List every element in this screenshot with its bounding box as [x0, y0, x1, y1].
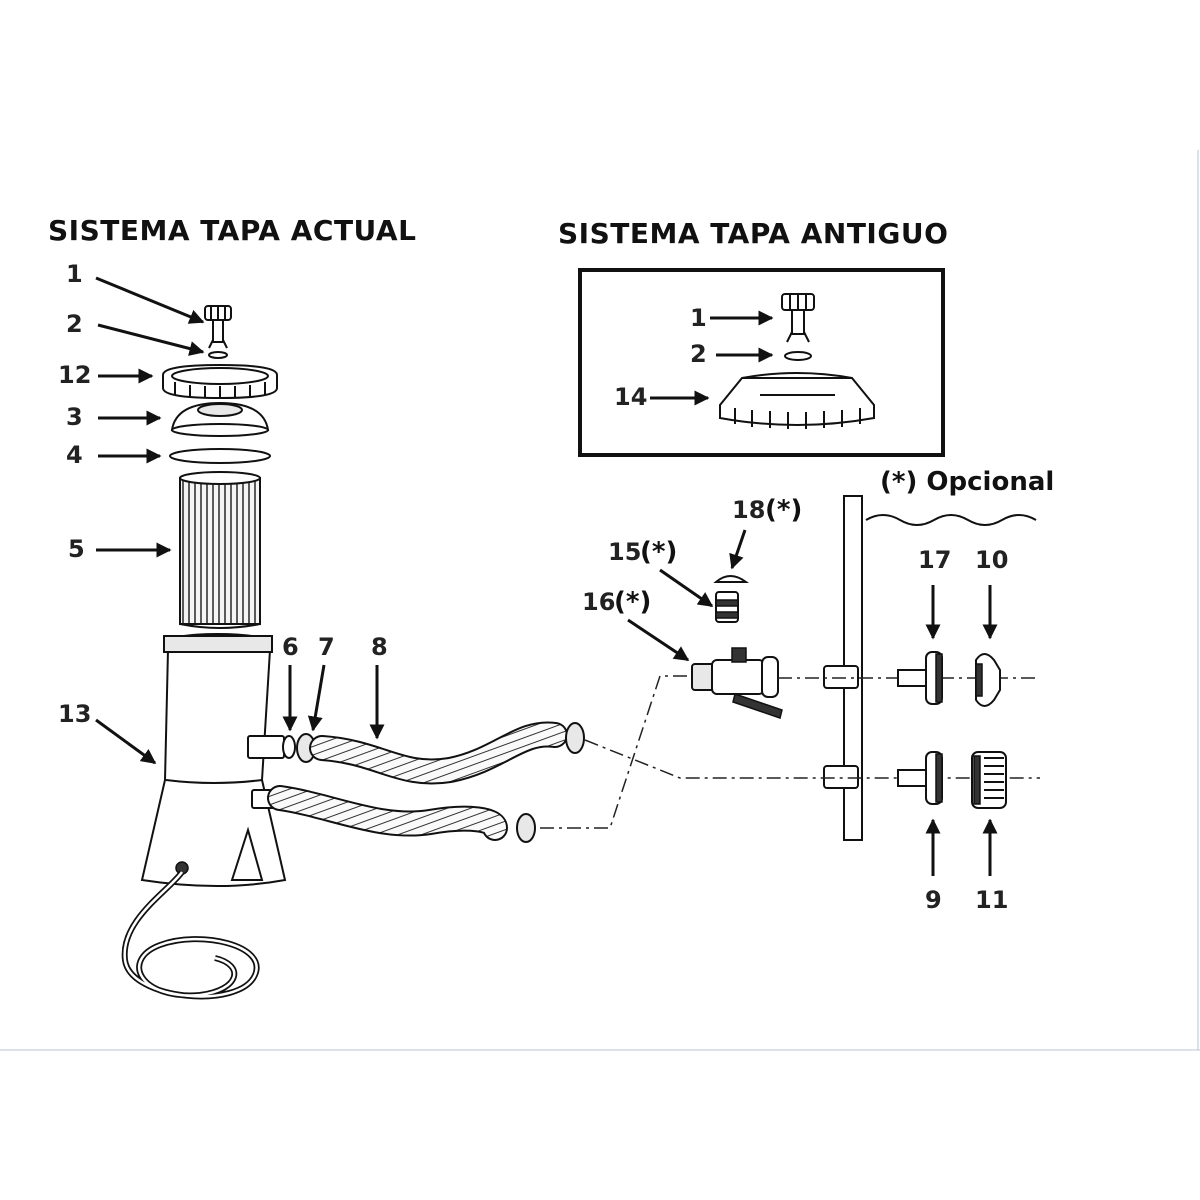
- wall-fitting-upper: [823, 665, 859, 689]
- label-old-part-14: 14: [614, 383, 647, 411]
- old-part-2-o-ring: [784, 351, 812, 361]
- part-8-hoses: [267, 721, 585, 843]
- label-part-13: 13: [58, 700, 91, 728]
- old-system-box: [578, 268, 945, 457]
- part-6-hose-gasket: [282, 735, 296, 759]
- part-4-seal-ring: [169, 448, 271, 464]
- label-part-11: 11: [975, 886, 1008, 914]
- part-17-inlet-connector: [897, 651, 943, 705]
- label-part-1: 1: [66, 260, 83, 288]
- part-16-plunger-valve: [691, 647, 783, 719]
- label-part-6: 6: [282, 633, 299, 661]
- arrow-part-7: [307, 664, 326, 732]
- label-part-18-optional: (*): [765, 495, 802, 525]
- part-1-air-release-valve: [204, 305, 232, 349]
- label-part-5: 5: [68, 535, 85, 563]
- optional-note: (*) Opcional: [880, 467, 1054, 497]
- old-part-14-lid: [719, 372, 875, 429]
- label-part-16-optional: (*): [614, 587, 651, 617]
- label-part-17: 17: [918, 546, 951, 574]
- part-9-outlet-connector: [897, 751, 943, 805]
- label-part-9: 9: [925, 886, 942, 914]
- part-15-plunger-insert: [715, 591, 739, 623]
- label-part-18: 18: [732, 496, 765, 524]
- power-cable: [121, 870, 260, 1000]
- arrow-part-15: [659, 568, 714, 608]
- title-current-system: SISTEMA TAPA ACTUAL: [48, 214, 416, 247]
- label-part-15: 15: [608, 538, 641, 566]
- arrow-part-18: [729, 529, 747, 570]
- label-part-4: 4: [66, 441, 83, 469]
- part-5-filter-cartridge: [179, 471, 261, 629]
- connection-line-return: [540, 675, 692, 829]
- connection-line-lower: [584, 739, 1040, 779]
- arrow-part-2: [97, 323, 205, 356]
- arrow-part-16: [627, 618, 690, 662]
- arrow-part-13: [95, 718, 157, 765]
- label-part-10: 10: [975, 546, 1008, 574]
- part-13-pump-body: [140, 633, 287, 887]
- part-2-o-ring: [208, 351, 228, 359]
- old-part-1-air-release-valve: [781, 293, 815, 343]
- part-12-lid-nut: [162, 363, 278, 400]
- part-10-inlet-nozzle: [975, 653, 1001, 707]
- part-11-strainer-grid: [971, 751, 1007, 809]
- label-part-7: 7: [318, 633, 335, 661]
- wall-fitting-lower: [823, 765, 859, 789]
- label-old-part-1: 1: [690, 304, 707, 332]
- label-part-15-optional: (*): [640, 537, 677, 567]
- label-part-12: 12: [58, 361, 91, 389]
- label-part-3: 3: [66, 403, 83, 431]
- label-part-8: 8: [371, 633, 388, 661]
- title-old-system: SISTEMA TAPA ANTIGUO: [558, 217, 948, 250]
- label-part-2: 2: [66, 310, 83, 338]
- label-part-16: 16: [582, 588, 615, 616]
- label-old-part-2: 2: [690, 340, 707, 368]
- part-18-valve-cap: [713, 575, 750, 583]
- part-3-lid: [170, 401, 270, 437]
- arrow-part-1: [95, 276, 205, 324]
